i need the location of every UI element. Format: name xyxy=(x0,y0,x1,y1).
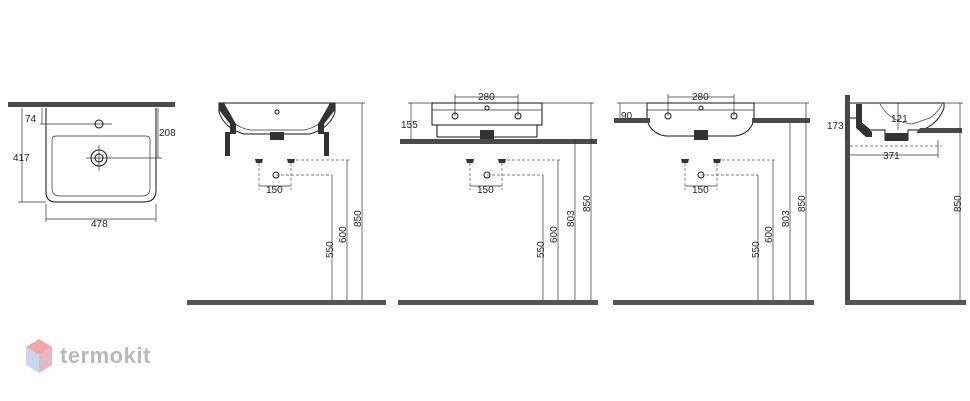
side-view-1: 280 155 150 550 600 803 850 xyxy=(398,92,598,305)
profile-view-bowl xyxy=(879,103,943,125)
side-view-2-dim-280: 280 xyxy=(692,92,709,103)
profile-view-wall xyxy=(845,95,850,305)
front-view-dim-600: 600 xyxy=(338,226,349,243)
side-view-2-dim-550: 550 xyxy=(751,241,762,258)
front-view-bowl xyxy=(223,103,331,131)
profile-view-floor xyxy=(845,300,966,305)
side-view-1-tap-left xyxy=(451,112,459,120)
profile-view-dim-121: 121 xyxy=(891,114,908,125)
side-view-2-dim-600: 600 xyxy=(764,226,775,243)
profile-view-back-support xyxy=(856,104,872,137)
side-view-2-tap-center xyxy=(698,105,704,111)
side-view-1-countertop xyxy=(400,139,597,144)
profile-view-dim-850: 850 xyxy=(953,195,964,212)
front-view-basin-body xyxy=(218,102,336,135)
side-view-1-dim-600: 600 xyxy=(549,226,560,243)
side-view-1-dim-550: 550 xyxy=(536,241,547,258)
side-view-1-dim-280: 280 xyxy=(478,92,495,103)
side-view-2-valve-right xyxy=(713,159,721,163)
side-view-1-dim-155: 155 xyxy=(401,120,418,131)
front-view-tap-hole xyxy=(274,109,280,115)
top-view-countertop xyxy=(8,102,175,107)
top-view-dim-74: 74 xyxy=(25,114,37,125)
side-view-2-dim-850: 850 xyxy=(797,195,808,212)
side-view-1-basin xyxy=(431,102,543,126)
side-view-2-tap-left xyxy=(664,112,672,120)
top-view-bowl-outline xyxy=(51,135,151,197)
front-view-valve-left xyxy=(255,159,263,163)
side-view-1-floor xyxy=(398,300,598,305)
front-view-bracket-r xyxy=(324,132,329,156)
top-view: 74 208 417 478 xyxy=(8,102,176,230)
front-view-dim-850: 850 xyxy=(353,210,364,227)
side-view-1-drain xyxy=(480,130,494,140)
front-view-dim-150: 150 xyxy=(266,185,283,196)
side-view-2: 280 90 150 550 600 803 850 xyxy=(613,92,814,305)
front-view-bracket-l xyxy=(225,132,230,156)
side-view-1-dim-803: 803 xyxy=(566,210,577,227)
side-view-1-valve-left xyxy=(466,159,474,163)
side-view-1-dim-150: 150 xyxy=(477,185,494,196)
front-view: 150 550 600 850 xyxy=(187,102,386,305)
termokit-logo-icon xyxy=(26,339,52,373)
side-view-2-dim-803: 803 xyxy=(781,210,792,227)
front-view-drain xyxy=(270,132,284,140)
profile-view-basin-body xyxy=(850,102,945,141)
front-view-right-leg xyxy=(318,103,335,134)
profile-view: 173 121 371 850 xyxy=(827,95,966,305)
profile-view-dim-173: 173 xyxy=(827,121,844,132)
side-view-1-valve-right xyxy=(498,159,506,163)
top-view-dim-478: 478 xyxy=(91,219,108,230)
side-view-1-tap-center xyxy=(484,105,490,111)
profile-view-countertop xyxy=(916,128,962,133)
top-view-dim-208: 208 xyxy=(159,128,176,139)
top-view-basin-outline xyxy=(45,108,157,203)
side-view-2-floor xyxy=(613,300,814,305)
termokit-logo-text: termokit xyxy=(60,343,151,368)
front-view-floor xyxy=(187,300,386,305)
side-view-2-drain xyxy=(694,130,708,140)
profile-view-dim-371: 371 xyxy=(883,151,900,162)
side-view-2-basin xyxy=(646,102,755,137)
front-view-valve-right xyxy=(287,159,295,163)
side-view-1-dim-850: 850 xyxy=(582,195,593,212)
side-view-2-valve-left xyxy=(681,159,689,163)
front-view-dim-550: 550 xyxy=(325,241,336,258)
side-view-2-tap-right xyxy=(730,112,738,120)
side-view-2-countertop xyxy=(614,118,810,123)
front-view-left-leg xyxy=(219,103,236,134)
side-view-2-dim-150: 150 xyxy=(692,185,709,196)
side-view-2-dim-90: 90 xyxy=(621,111,633,122)
top-view-dim-417: 417 xyxy=(13,153,30,164)
profile-view-drain xyxy=(885,133,908,141)
side-view-1-tap-right xyxy=(514,112,522,120)
